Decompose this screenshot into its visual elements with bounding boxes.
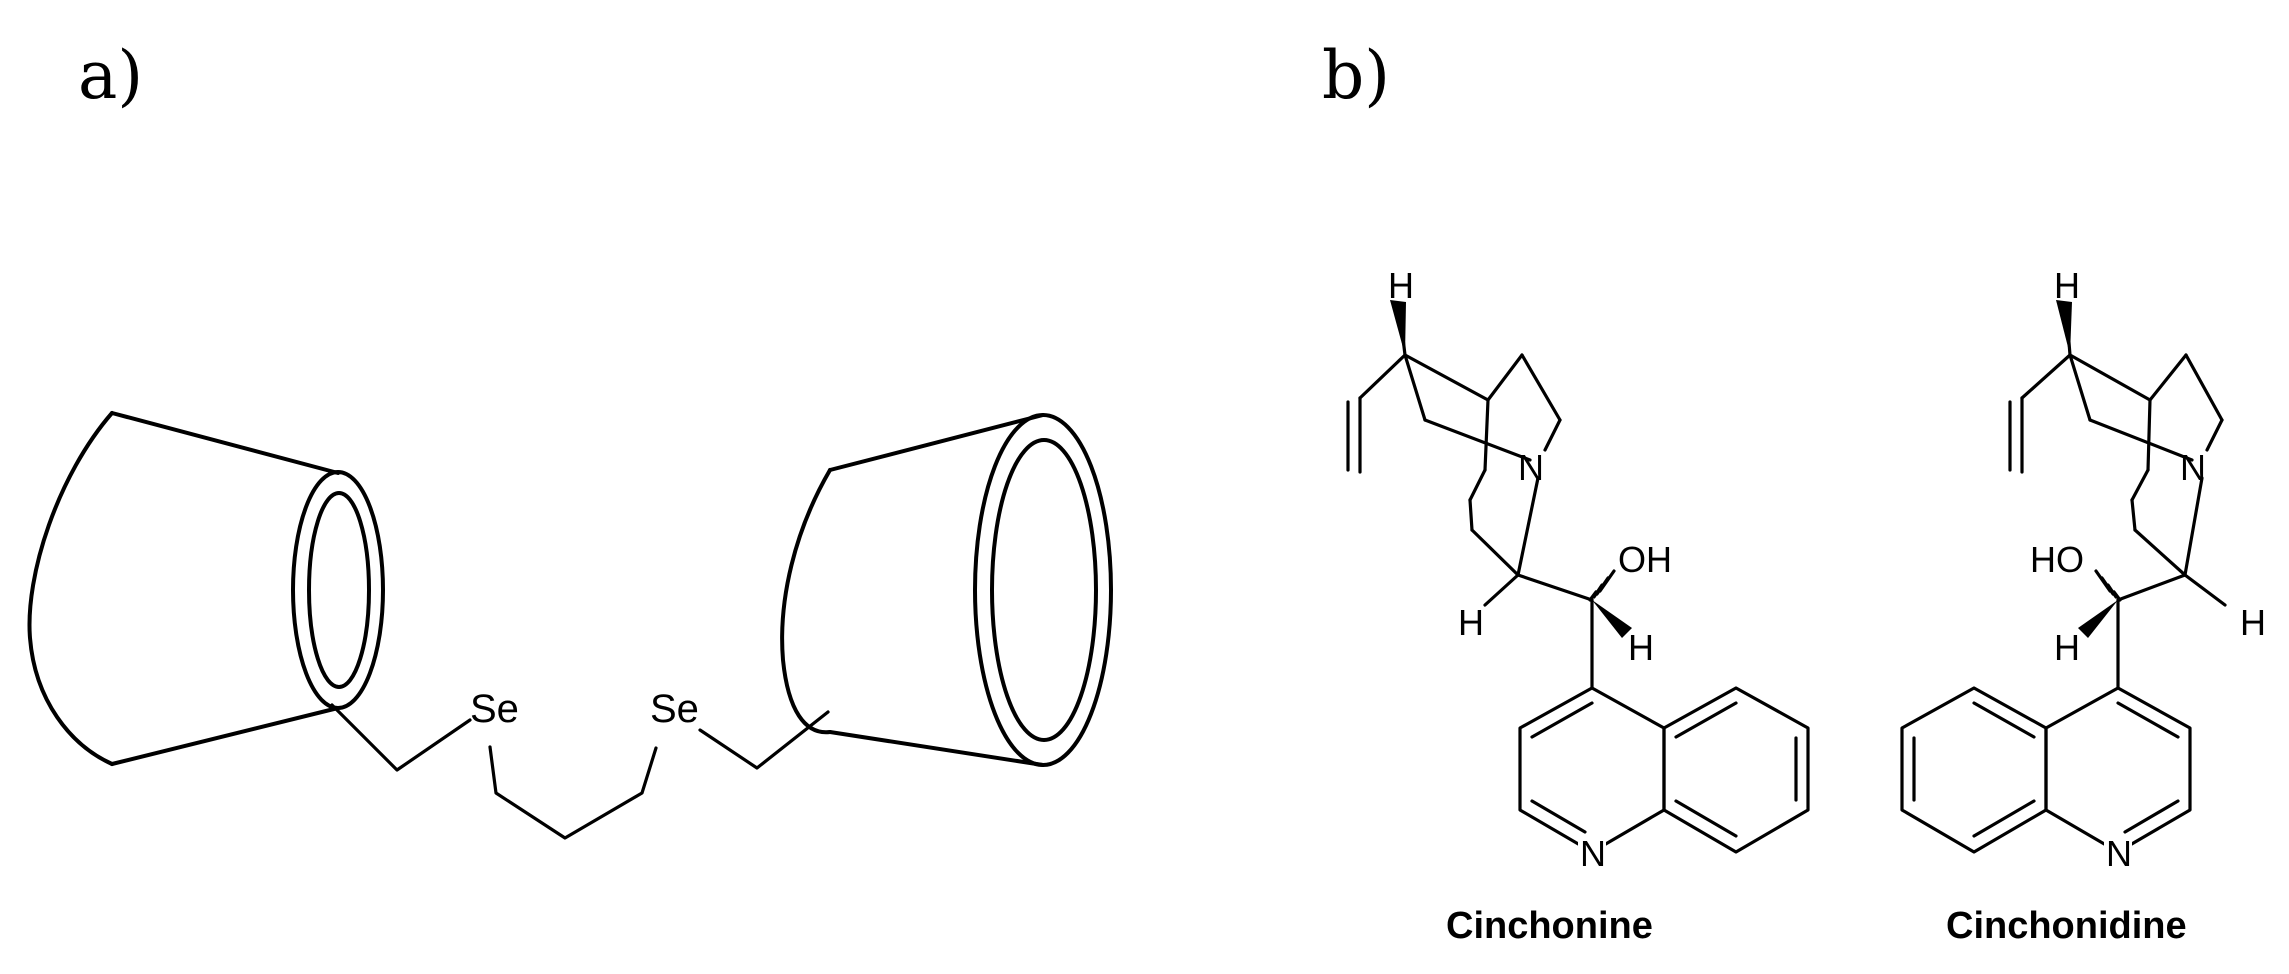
- cinchonine-h-top: H: [1388, 265, 1414, 306]
- se-right-label: Se: [650, 687, 699, 731]
- cinchonidine-h-top: H: [2054, 265, 2080, 306]
- left-cyclodextrin-cone: [27, 411, 385, 766]
- cinchonidine-hash-bond: [2094, 569, 2122, 602]
- cinchonine-n-quinoline: N: [1580, 833, 1606, 874]
- linker-right: [698, 710, 830, 770]
- linker-left: [330, 703, 472, 772]
- linker-middle: [488, 745, 658, 840]
- panel-b-label: b): [1322, 37, 1390, 114]
- cinchonidine-h-left: H: [2054, 627, 2080, 668]
- cinchonidine-structure: H N H HO H: [1900, 265, 2266, 947]
- cinchonidine-n-quinoline: N: [2106, 833, 2132, 874]
- se-left-label: Se: [470, 687, 519, 731]
- cinchonine-hash-bond: [1588, 569, 1616, 602]
- cinchonidine-h-right: H: [2240, 602, 2266, 643]
- cinchonidine-n-ring: N: [2180, 447, 2206, 488]
- cinchonine-structure: H N H OH H: [1346, 265, 1810, 947]
- panel-a-label: a): [78, 37, 143, 114]
- bis-cyclodextrin-diselenide: Se Se: [27, 411, 1113, 840]
- cinchonine-n-ring: N: [1518, 447, 1544, 488]
- cinchonine-h-right: H: [1628, 627, 1654, 668]
- cinchonidine-ho: HO: [2030, 539, 2084, 580]
- cinchonine-caption: Cinchonine: [1446, 905, 1653, 947]
- cinchonine-h-left: H: [1458, 602, 1484, 643]
- right-cyclodextrin-cone: [780, 413, 1113, 767]
- cinchonine-oh: OH: [1618, 539, 1672, 580]
- cinchonidine-caption: Cinchonidine: [1946, 905, 2187, 947]
